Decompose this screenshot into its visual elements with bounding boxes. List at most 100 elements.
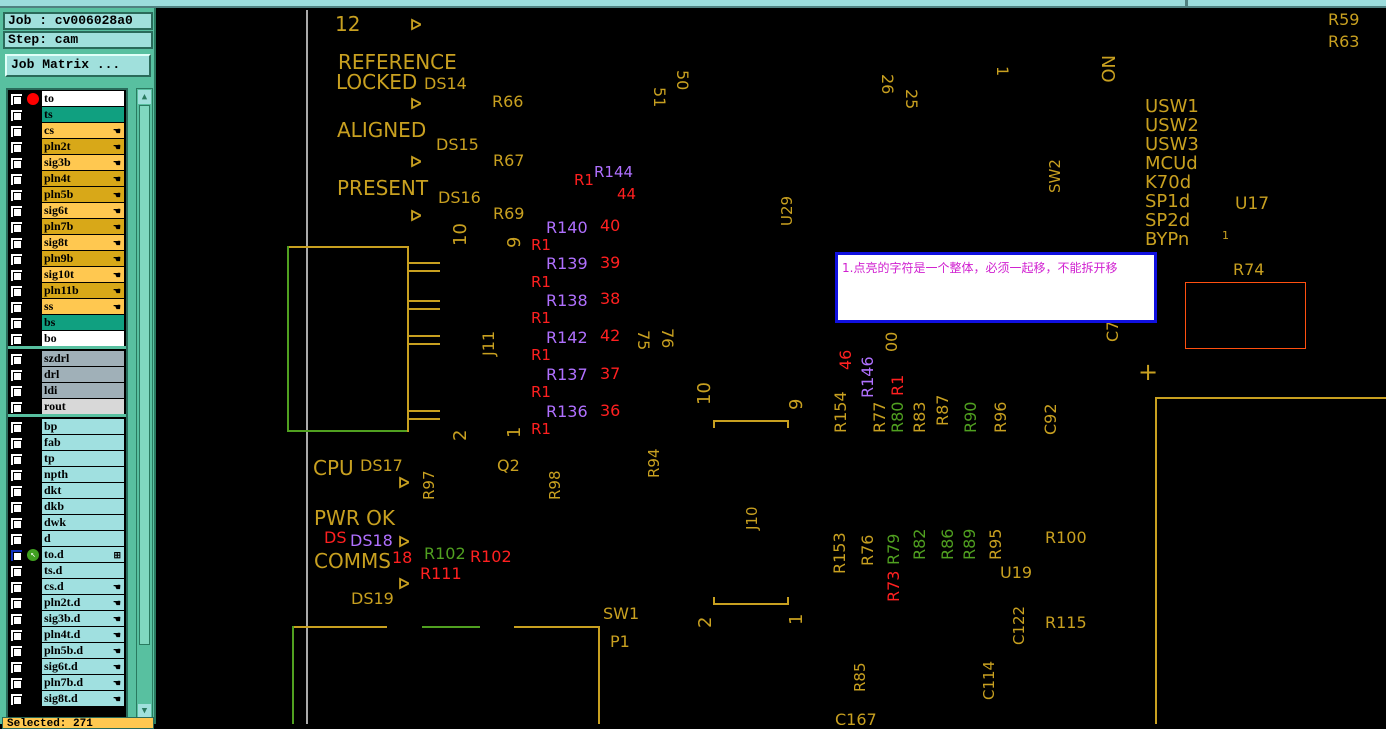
layer-row-ss[interactable]: ss☚: [8, 299, 126, 315]
layer-checkbox[interactable]: [10, 677, 23, 690]
pcb-label: SW2: [1046, 159, 1064, 193]
layer-checkbox[interactable]: [10, 109, 23, 122]
hand-icon: ☚: [112, 286, 121, 296]
layer-checkbox[interactable]: [10, 645, 23, 658]
pcb-label: PWR OK: [314, 506, 395, 530]
job-matrix-button[interactable]: Job Matrix ...: [5, 54, 151, 77]
layer-checkbox[interactable]: [10, 285, 23, 298]
layer-checkbox[interactable]: [10, 317, 23, 330]
pcb-label: J11: [479, 330, 498, 356]
layer-checkbox[interactable]: [10, 629, 23, 642]
layer-row-szdrl[interactable]: szdrl: [8, 351, 126, 367]
layer-checkbox[interactable]: [10, 333, 23, 346]
layer-row-fab[interactable]: fab: [8, 435, 126, 451]
layer-row-pln9b[interactable]: pln9b☚: [8, 251, 126, 267]
layer-checkbox[interactable]: [10, 141, 23, 154]
layer-checkbox[interactable]: [10, 401, 23, 414]
diode-symbol-icon: ᐅ: [410, 153, 422, 171]
pcb-label: J10: [743, 506, 761, 530]
layer-row-ts.d[interactable]: ts.d: [8, 563, 126, 579]
pcb-label: R1: [531, 236, 551, 254]
scroll-thumb[interactable]: [139, 105, 150, 645]
layer-checkbox[interactable]: [10, 237, 23, 250]
layer-checkbox[interactable]: [10, 269, 23, 282]
layer-checkbox[interactable]: [10, 205, 23, 218]
layer-list-scrollbar[interactable]: ▲ ▼: [136, 88, 153, 720]
layer-row-sig6t[interactable]: sig6t☚: [8, 203, 126, 219]
hand-icon: ☚: [112, 158, 121, 168]
layer-checkbox[interactable]: [10, 549, 23, 562]
layer-checkbox[interactable]: [10, 93, 23, 106]
hand-icon: ☚: [112, 678, 121, 688]
layer-checkbox[interactable]: [10, 189, 23, 202]
layer-checkbox[interactable]: [10, 157, 23, 170]
pcb-label: R79: [884, 533, 903, 565]
layer-row-npth[interactable]: npth: [8, 467, 126, 483]
layer-row-to.d[interactable]: ↖to.d⊞: [8, 547, 126, 563]
layer-checkbox[interactable]: [10, 693, 23, 706]
layer-checkbox[interactable]: [10, 369, 23, 382]
layer-row-pln7b.d[interactable]: pln7b.d☚: [8, 675, 126, 691]
layer-checkbox[interactable]: [10, 565, 23, 578]
layer-checkbox[interactable]: [10, 453, 23, 466]
layer-row-sig6t.d[interactable]: sig6t.d☚: [8, 659, 126, 675]
layer-row-cs.d[interactable]: cs.d☚: [8, 579, 126, 595]
layer-label: pln2t.d: [44, 595, 81, 609]
layer-label: pln5b: [44, 187, 74, 201]
layer-row-bo[interactable]: bo: [8, 331, 126, 347]
scroll-down-icon[interactable]: ▼: [138, 704, 151, 718]
layer-checkbox[interactable]: [10, 301, 23, 314]
layer-row-pln5b.d[interactable]: pln5b.d☚: [8, 643, 126, 659]
layer-row-sig8t[interactable]: sig8t☚: [8, 235, 126, 251]
layer-checkbox[interactable]: [10, 385, 23, 398]
layer-checkbox[interactable]: [10, 469, 23, 482]
layer-checkbox[interactable]: [10, 253, 23, 266]
layer-row-tp[interactable]: tp: [8, 451, 126, 467]
scroll-up-icon[interactable]: ▲: [138, 90, 151, 104]
layer-row-sig3b[interactable]: sig3b☚: [8, 155, 126, 171]
layer-row-to[interactable]: to: [8, 91, 126, 107]
layer-checkbox[interactable]: [10, 581, 23, 594]
layer-row-rout[interactable]: rout: [8, 399, 126, 415]
group-separator: [8, 346, 126, 349]
layer-row-pln2t[interactable]: pln2t☚: [8, 139, 126, 155]
layer-checkbox[interactable]: [10, 485, 23, 498]
layer-row-ldi[interactable]: ldi: [8, 383, 126, 399]
layer-name: sig6t☚: [42, 203, 124, 218]
layer-row-d[interactable]: d: [8, 531, 126, 547]
layer-checkbox[interactable]: [10, 221, 23, 234]
layer-row-dwk[interactable]: dwk: [8, 515, 126, 531]
layer-panel: Job : cv006028a0 Step: cam Job Matrix ..…: [0, 8, 156, 729]
layer-row-sig3b.d[interactable]: sig3b.d☚: [8, 611, 126, 627]
layer-checkbox[interactable]: [10, 533, 23, 546]
layer-row-drl[interactable]: drl: [8, 367, 126, 383]
layer-checkbox[interactable]: [10, 437, 23, 450]
layer-checkbox[interactable]: [10, 597, 23, 610]
layer-row-pln2t.d[interactable]: pln2t.d☚: [8, 595, 126, 611]
layer-checkbox[interactable]: [10, 125, 23, 138]
layer-row-dkb[interactable]: dkb: [8, 499, 126, 515]
layer-checkbox[interactable]: [10, 353, 23, 366]
layer-row-sig8t.d[interactable]: sig8t.d☚: [8, 691, 126, 707]
layer-row-pln7b[interactable]: pln7b☚: [8, 219, 126, 235]
layer-row-pln4t[interactable]: pln4t☚: [8, 171, 126, 187]
layer-checkbox[interactable]: [10, 501, 23, 514]
layer-checkbox[interactable]: [10, 173, 23, 186]
layer-checkbox[interactable]: [10, 421, 23, 434]
layer-row-pln5b[interactable]: pln5b☚: [8, 187, 126, 203]
layer-row-ts[interactable]: ts: [8, 107, 126, 123]
pcb-label: R90: [961, 401, 980, 433]
layer-label: cs: [44, 123, 54, 137]
layer-checkbox[interactable]: [10, 661, 23, 674]
layer-row-dkt[interactable]: dkt: [8, 483, 126, 499]
layer-row-pln4t.d[interactable]: pln4t.d☚: [8, 627, 126, 643]
layer-row-pln11b[interactable]: pln11b☚: [8, 283, 126, 299]
layer-row-sig10t[interactable]: sig10t☚: [8, 267, 126, 283]
layer-checkbox[interactable]: [10, 613, 23, 626]
layer-row-bs[interactable]: bs: [8, 315, 126, 331]
pcb-label: R115: [1045, 613, 1087, 632]
layer-row-bp[interactable]: bp: [8, 419, 126, 435]
layer-checkbox[interactable]: [10, 517, 23, 530]
layer-row-cs[interactable]: cs☚: [8, 123, 126, 139]
